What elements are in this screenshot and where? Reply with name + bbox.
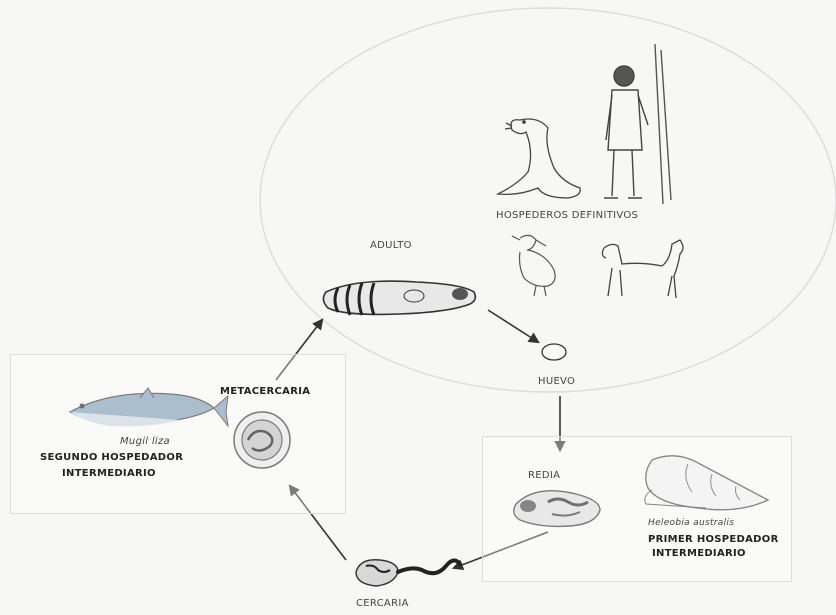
cercaria-icon xyxy=(356,560,460,586)
second-host-label-line1: SEGUNDO HOSPEDADOR xyxy=(40,452,183,463)
dog-icon xyxy=(602,240,683,298)
cercaria-label: CERCARIA xyxy=(356,598,409,609)
first-host-label-line2: INTERMEDIARIO xyxy=(652,548,746,559)
sea-lion-icon xyxy=(498,119,580,198)
first-host-label-line1: PRIMER HOSPEDADOR xyxy=(648,534,779,545)
adult-label: ADULTO xyxy=(370,240,412,251)
egg-icon xyxy=(542,344,566,360)
arrow-adult-to-egg xyxy=(488,310,538,342)
definitive-hosts-label: HOSPEDEROS DEFINITIVOS xyxy=(496,210,638,221)
adult-fluke-icon xyxy=(323,281,475,315)
definitive-hosts-region xyxy=(260,8,836,392)
pelican-icon xyxy=(512,235,555,296)
fish-species-label: Mugil liza xyxy=(120,436,170,447)
redia-label: REDIA xyxy=(528,470,560,481)
egg-label: HUEVO xyxy=(538,376,575,387)
second-host-label-line2: INTERMEDIARIO xyxy=(62,468,156,479)
metacercaria-label: METACERCARIA xyxy=(220,386,310,397)
first-intermediate-host-box xyxy=(482,436,792,582)
snail-species-label: Heleobia australis xyxy=(648,518,734,528)
fisherman-icon xyxy=(604,44,671,204)
second-intermediate-host-box xyxy=(10,354,346,514)
